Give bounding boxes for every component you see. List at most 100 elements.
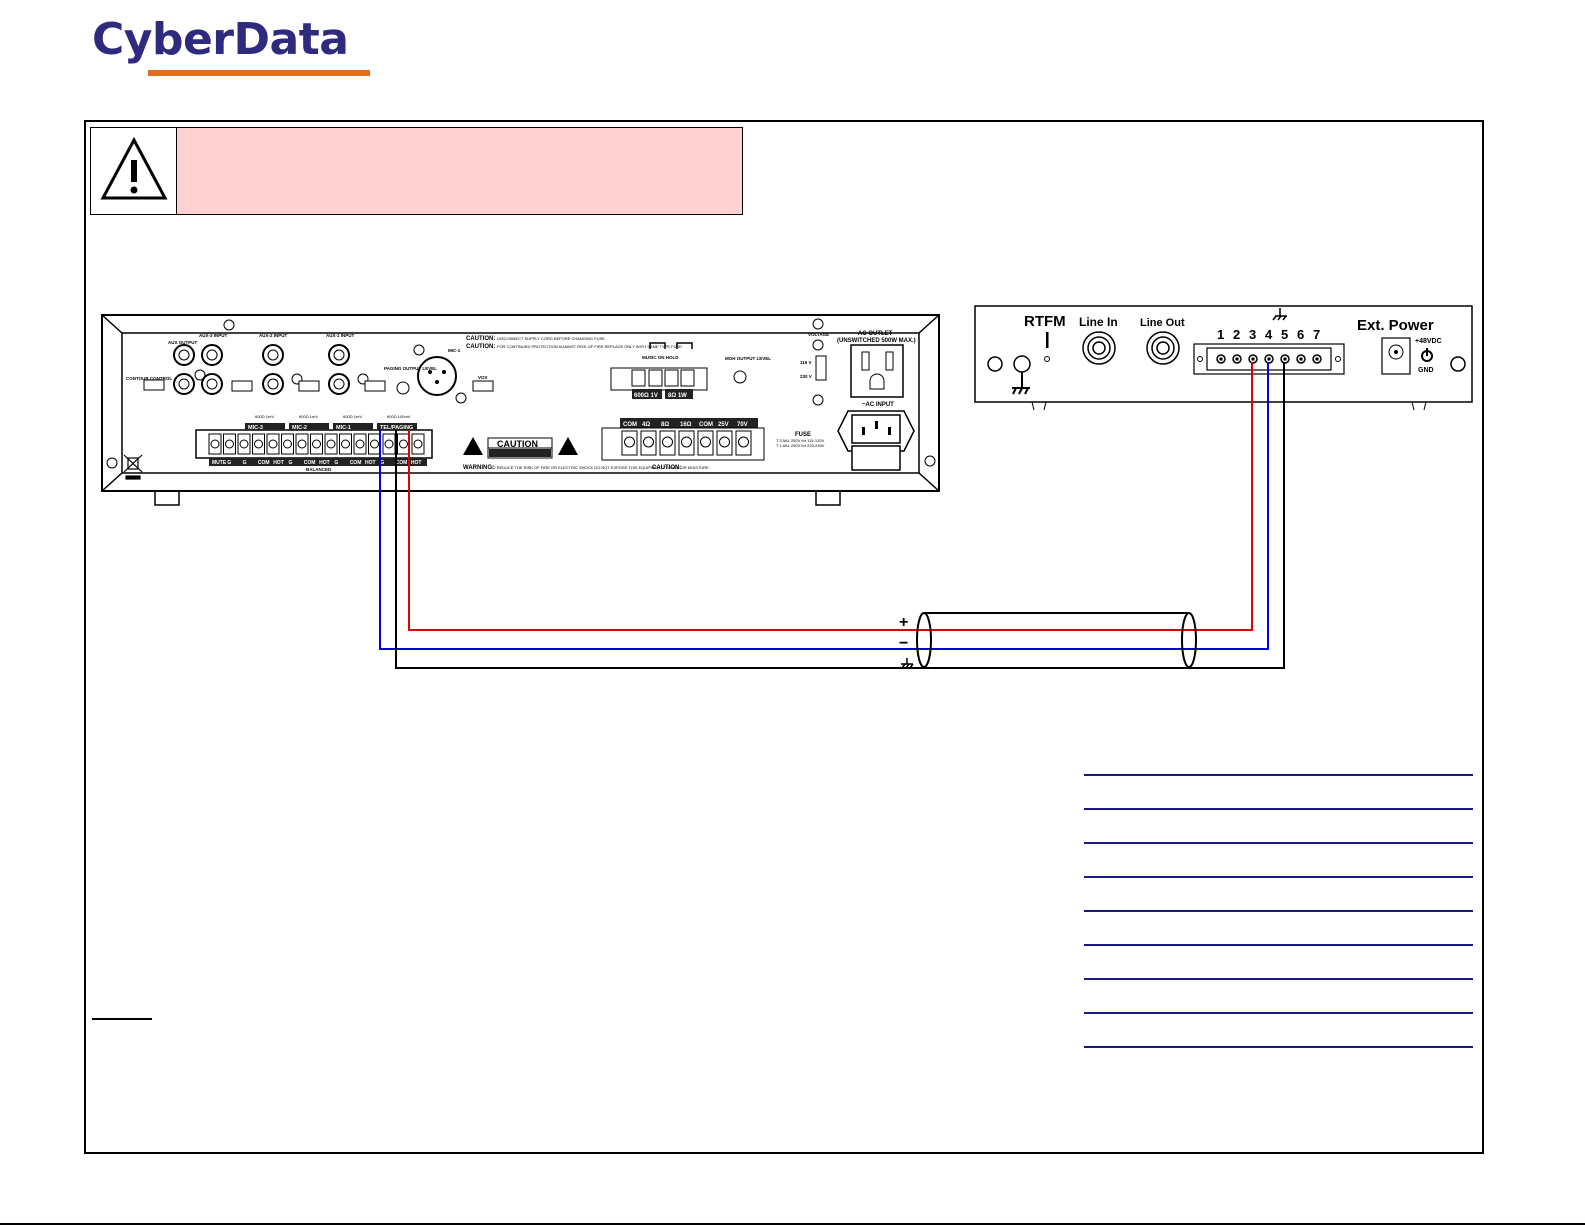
speaker-terminal-label: 16Ω [680,422,692,428]
input-group-label: MIC-1 [336,425,351,431]
note-line [1084,978,1473,980]
cable-ground-icon [901,658,914,669]
aux2-mic2-switch [298,380,320,392]
screw-icon [455,392,467,404]
weee-disposal-icon [123,454,143,480]
terminal-bottom-label: G [334,460,338,466]
input-group-spec: 600Ω 100mV [387,414,411,419]
terminal-bottom-label: G [243,460,247,466]
ac-input-label: ~AC INPUT [862,402,894,408]
caution-text-1: DISCONNECT SUPPLY CORD BEFORE CHANGING F… [497,336,606,341]
cable-end-right [1181,612,1197,668]
input-group-spec: 600Ω 1mV [343,414,362,419]
rtfm-button [1046,332,1049,348]
contour-control-label: CONTOUR CONTROL [126,376,172,381]
screw-icon [223,319,235,331]
caution-badge-label: CAUTION [497,439,538,449]
electric-shock-warning-icon [463,437,483,455]
positive-wire [408,362,1253,631]
warning-text: TO REDUCE THE RISK OF FIRE OR ELECTRIC S… [490,465,710,470]
input-group-badge [377,423,417,430]
aux2-input-label: AUX-2 INPUT [259,333,288,338]
aux3-mic3-switch [231,380,253,392]
terminal-bottom-label: HOT [319,460,330,466]
input-group-label: MIC-3 [248,425,263,431]
screw-icon [106,457,118,469]
fuse-spec-1: T 3.5AL 250V for 115-120V [776,438,825,443]
line-out-label: Line Out [1140,317,1185,329]
caution-label-1: CAUTION: [466,336,495,342]
speaker-terminal-header [620,418,758,428]
diagram-frame [84,120,1484,1154]
terminal-bottom-label: COM [396,460,408,466]
aux1-input-label: AUX-1 INPUT [326,333,355,338]
caution-plug-label: CAUTION: [652,465,681,471]
screw-icon [1450,356,1466,372]
amp-foot-left [154,491,180,506]
pin-number-label: 2 [1233,327,1240,342]
exclamation-warning-icon [558,437,578,455]
voltage-selector [815,355,827,381]
note-line [1084,1046,1473,1048]
moh-8-badge [665,389,693,399]
moh-600-label: 600Ω 1V [634,393,658,399]
chassis-ground-icon [1012,372,1030,395]
ground-wire [395,362,1285,669]
screw-icon [812,339,824,351]
screw-icon [987,356,1003,372]
note-line [1084,1012,1473,1014]
aux2-input-jack-l [262,344,284,366]
rtfm-label: RTFM [1024,313,1066,330]
pin-number-label: 7 [1313,327,1320,342]
note-line [1084,944,1473,946]
pin-number-label: 3 [1249,327,1256,342]
aux3-input-label: AUX-3 INPUT [199,333,228,338]
terminal-bottom-label: HOT [411,460,422,466]
ac-outlet-sub-label: (UNSWITCHED 500W MAX.) [837,338,916,344]
aux-output-jack-r [173,373,195,395]
terminal-bottom-label: COM [258,460,270,466]
paging-output-level-knob [396,381,410,395]
screw-icon [194,369,206,381]
speaker-terminal-label: COM [699,422,713,428]
mic1-xlr-connector [417,356,457,396]
mic1-xlr-label: MIC-1 [448,348,461,353]
pin-ground-icon [1272,308,1287,321]
contour-switch [143,379,165,391]
terminal-bottom-label: COM [304,460,316,466]
moh-600-badge [632,389,662,399]
warning-label: WARNING: [463,465,494,471]
aux3-input-jack-r [201,373,223,395]
pin-number-label: 6 [1297,327,1304,342]
terminal-bottom-label: COM [350,460,362,466]
note-line [1084,842,1473,844]
aux1-input-jack-l [328,344,350,366]
balanced-label: BALANCED [306,467,332,472]
voltage-label: VOLTAGE [808,332,829,337]
speaker-terminal-label: COM [623,422,637,428]
note-line [1084,876,1473,878]
amp-foot-right [815,491,841,506]
aux1-input-jack-r [328,373,350,395]
terminal-bottom-label: G [289,460,293,466]
speaker-terminal-label: 70V [737,422,748,428]
note-underline [92,1018,152,1020]
input-group-badge [289,423,329,430]
moh-8-label: 8Ω 1W [668,393,687,399]
warning-icon-box [90,127,178,215]
note-line [1084,808,1473,810]
fuse-spec-2: T 1.6AL 250V for 220-240V [776,443,825,448]
speaker-terminal-label: 4Ω [642,422,650,428]
terminal-bottom-label: MUTE [212,460,227,466]
input-group-spec: 600Ω 1mV [299,414,318,419]
caution-label-2: CAUTION: [466,344,495,350]
negative-wire [379,362,1269,650]
speaker-terminal-label: 25V [718,422,729,428]
speaker-terminal-label: 8Ω [661,422,669,428]
input-group-label: MIC-2 [292,425,307,431]
terminal-bottom-label: G [227,460,231,466]
plus-label: + [899,614,908,631]
screw-icon [924,455,936,467]
